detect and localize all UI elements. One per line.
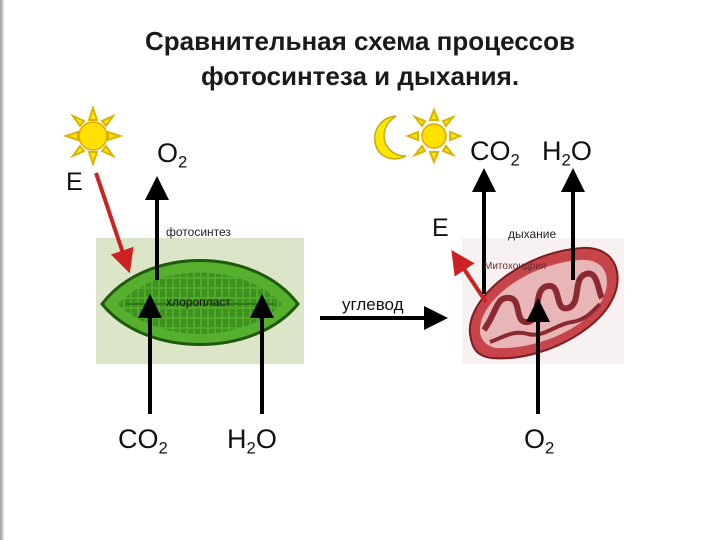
o2-label-left: O2 (157, 140, 187, 171)
h2o-left-o: O (255, 424, 277, 454)
energy-arrow-right (451, 250, 488, 304)
h2o-label-right: H2O (542, 138, 592, 169)
co2-left-sub: 2 (158, 438, 168, 458)
h2o-label-left: H2O (227, 426, 277, 457)
co2-right-sub: 2 (510, 150, 520, 170)
h2o-right-o: O (570, 136, 592, 166)
h2o-right-sub: 2 (561, 150, 571, 170)
o2-left-text: O (157, 138, 179, 168)
sun-icon-night (405, 108, 463, 164)
moon-icon (374, 115, 407, 160)
o2-label-right: O2 (524, 426, 554, 457)
co2-label-right: CO2 (470, 138, 520, 169)
chloroplast-label: хлоропласт (166, 295, 231, 309)
o2-left-sub: 2 (178, 152, 188, 172)
title-line-2: фотосинтеза и дыхания. (200, 60, 520, 91)
h2o-left-sub: 2 (246, 438, 256, 458)
sun-icon (62, 106, 124, 166)
co2-right-text: CO (470, 136, 511, 166)
page-title: Сравнительная схема процессов фотосинтез… (0, 24, 720, 93)
energy-arrow-left (94, 172, 134, 274)
h2o-right-h: H (542, 136, 562, 166)
respiration-label: дыхание (508, 227, 557, 241)
energy-label-left: E (66, 168, 83, 196)
h2o-left-h: H (227, 424, 247, 454)
slide-edge (0, 0, 4, 540)
carbohydrate-label: углевод (342, 295, 404, 314)
co2-left-text: CO (118, 424, 159, 454)
co2-label-left: CO2 (118, 426, 168, 457)
mitochondria-label: Митохондрия (484, 261, 547, 272)
o2-right-text: O (524, 424, 546, 454)
photosynthesis-label: фотосинтез (166, 225, 231, 239)
title-line-1: Сравнительная схема процессов (144, 26, 575, 56)
o2-right-sub: 2 (545, 438, 555, 458)
energy-label-right: E (432, 214, 449, 242)
